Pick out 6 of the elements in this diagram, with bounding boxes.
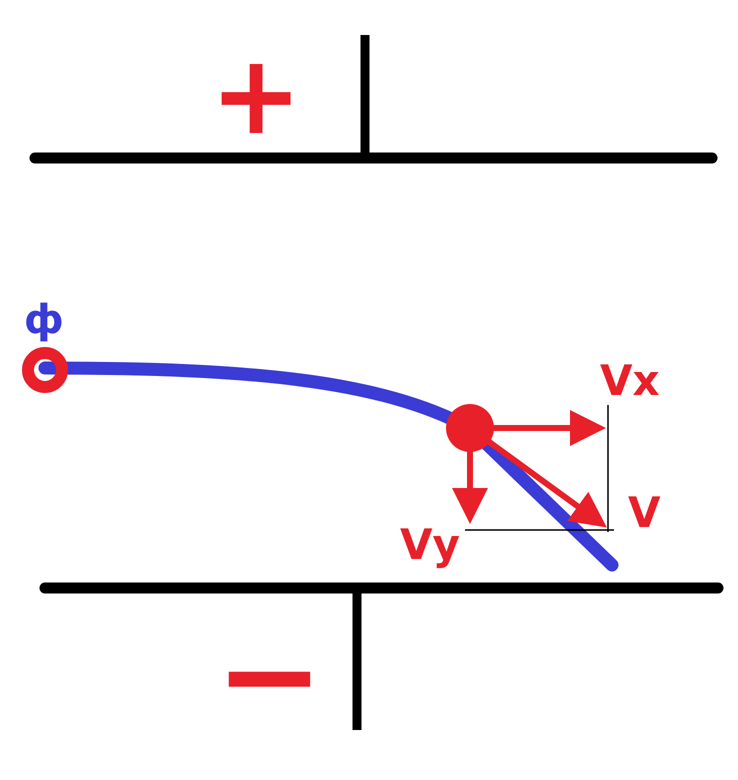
velocity-label: Vy bbox=[400, 524, 460, 566]
velocity-label: V bbox=[628, 492, 661, 534]
minus-sign-label: − bbox=[215, 610, 324, 740]
particle-label: ф bbox=[24, 300, 64, 340]
velocity-label: Vx bbox=[600, 360, 660, 402]
plus-sign-label: + bbox=[210, 40, 302, 150]
